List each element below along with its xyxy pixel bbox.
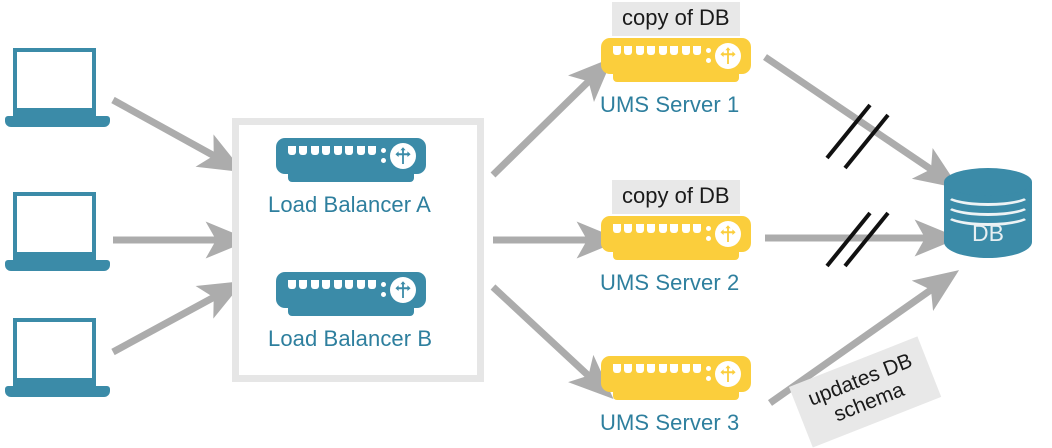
break-slash-ums2-a xyxy=(825,211,872,268)
laptop-base xyxy=(5,260,110,271)
load-balancer-a-label: Load Balancer A xyxy=(268,192,431,217)
laptop-base xyxy=(5,386,110,397)
connector-client1-to-lb xyxy=(111,96,244,173)
ums-server-1-copy-tag: copy of DB xyxy=(612,2,740,36)
appliance-ports-icon xyxy=(613,364,701,373)
load-balancer-b-icon[interactable] xyxy=(276,272,426,316)
laptop-base xyxy=(5,116,110,127)
connector-lb-to-ums3 xyxy=(490,284,614,400)
laptop-hinge xyxy=(13,110,96,117)
ums-server-2-copy-tag: copy of DB xyxy=(612,180,740,214)
ums-server-3-icon[interactable] xyxy=(601,356,751,400)
appliance-logo-icon xyxy=(715,221,741,247)
appliance-logo-icon xyxy=(390,277,416,303)
laptop-screen-icon xyxy=(13,318,96,382)
appliance-ports-icon xyxy=(288,280,376,289)
load-balancer-group-box xyxy=(232,118,484,382)
appliance-foot xyxy=(613,389,739,400)
db-label: DB xyxy=(972,220,1004,246)
connector-client3-to-lb xyxy=(111,280,244,356)
load-balancer-b-label: Load Balancer B xyxy=(268,326,433,351)
connector-ums1-to-db xyxy=(763,54,960,189)
break-slash-ums1-b xyxy=(843,113,890,170)
appliance-ports-icon xyxy=(613,224,701,233)
connector-lb-to-ums1 xyxy=(490,57,613,178)
appliance-logo-icon xyxy=(715,43,741,69)
appliance-status-dots-icon xyxy=(381,282,386,302)
db-ring xyxy=(944,202,1032,226)
appliance-logo-icon xyxy=(715,361,741,387)
appliance-foot xyxy=(613,71,739,82)
client-laptop-1[interactable] xyxy=(5,48,110,130)
database-cylinder-icon[interactable]: DB xyxy=(944,168,1032,272)
laptop-screen-icon xyxy=(13,192,96,256)
appliance-ports-icon xyxy=(288,146,376,155)
appliance-logo-icon xyxy=(390,143,416,169)
ums-server-1-label: UMS Server 1 xyxy=(600,92,740,117)
ums-server-3-label: UMS Server 3 xyxy=(600,410,740,435)
updates-db-schema-annotation: updates DB schema xyxy=(789,336,941,448)
client-laptop-3[interactable] xyxy=(5,318,110,400)
break-slash-ums2-b xyxy=(843,211,890,268)
db-top-ellipse xyxy=(944,168,1032,196)
ums-server-2-icon[interactable] xyxy=(601,216,751,260)
break-slash-ums1-a xyxy=(825,103,872,160)
appliance-foot xyxy=(288,305,414,316)
ums-server-2-label: UMS Server 2 xyxy=(600,270,740,295)
laptop-hinge xyxy=(13,380,96,387)
load-balancer-a-icon[interactable] xyxy=(276,138,426,182)
appliance-status-dots-icon xyxy=(706,366,711,386)
client-laptop-2[interactable] xyxy=(5,192,110,274)
laptop-hinge xyxy=(13,254,96,261)
appliance-foot xyxy=(288,171,414,182)
appliance-status-dots-icon xyxy=(381,148,386,168)
appliance-status-dots-icon xyxy=(706,226,711,246)
appliance-ports-icon xyxy=(613,46,701,55)
laptop-screen-icon xyxy=(13,48,96,112)
appliance-status-dots-icon xyxy=(706,48,711,68)
appliance-foot xyxy=(613,249,739,260)
ums-server-1-icon[interactable] xyxy=(601,38,751,82)
